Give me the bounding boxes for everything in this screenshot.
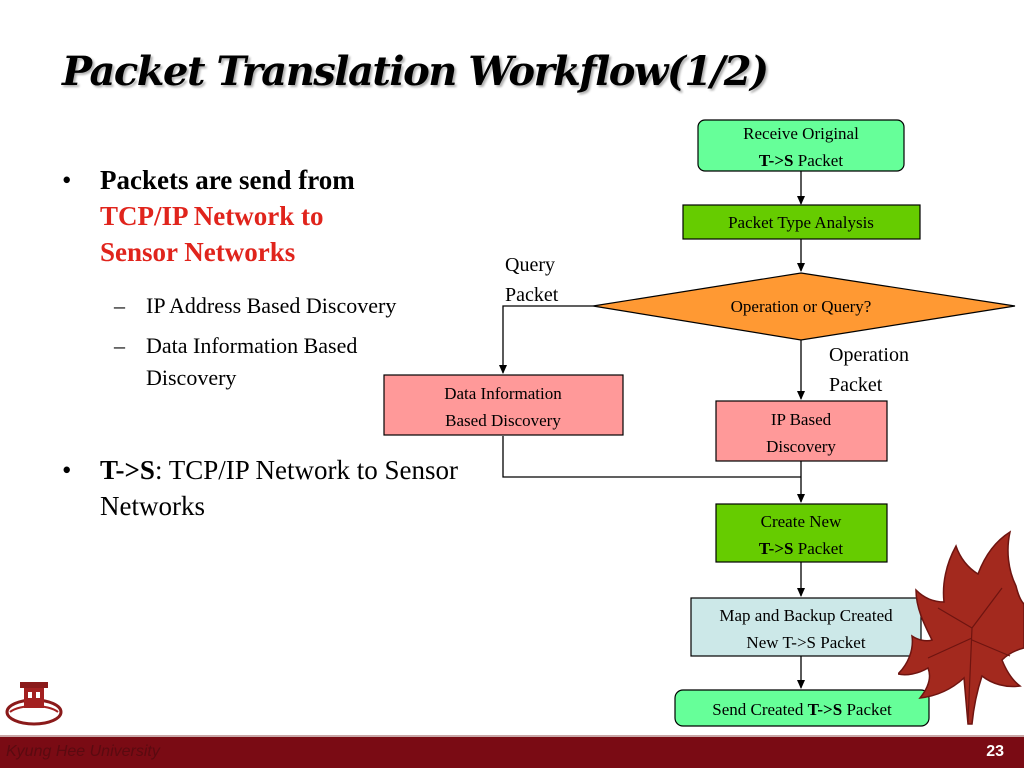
datainfo-line-1: Data Information [444,384,562,403]
bullet-1-red-line-1: TCP/IP Network to [100,201,324,231]
send-bold: T->S [808,700,843,719]
svg-text:T->S Packet: T->S Packet [759,539,843,558]
datainfo-line-2: Based Discovery [445,411,561,430]
ip-line-1: IP Based [771,410,832,429]
page-number: 23 [986,743,1004,760]
receive-original-node: Receive Original T->S Packet [697,119,905,172]
map-line-2: New T->S Packet [746,633,865,652]
bullet-2-bold-text: T->S [100,455,155,485]
sub-bullet-2: – Data Information Based Discovery [114,330,494,394]
svg-text:Send Created T->S Packet: Send Created T->S Packet [712,700,892,719]
operation-label-line-2: Packet [829,374,883,396]
decision-node: Operation or Query? [592,272,1016,341]
receive-line-1: Receive Original [743,124,859,143]
receive-line-2-bold: T->S [759,151,794,170]
bullet-1-red-line-2: Sensor Networks [100,237,296,267]
bullet-marker: • [62,165,72,195]
query-label-line-2: Packet [505,284,559,306]
sub-bullet-marker: – [114,293,125,318]
arrow-decision-to-datainfo [499,305,593,374]
map-backup-node: Map and Backup Created New T->S Packet [690,597,922,657]
packet-type-analysis-node: Packet Type Analysis [682,204,921,240]
receive-line-2-rest: Packet [794,151,844,170]
send-suffix: Packet [842,700,892,719]
analysis-label: Packet Type Analysis [728,213,874,232]
ip-line-2: Discovery [766,437,836,456]
sub-bullet-1: – IP Address Based Discovery [114,290,494,322]
bullet-1-bold-text: Packets are send from [100,165,355,195]
line-datainfo-to-create [502,436,801,478]
workflow-diagram: Receive Original T->S Packet Packet Type… [383,119,1016,727]
send-prefix: Send Created [712,700,807,719]
query-label-line-1: Query [505,254,555,276]
send-created-node: Send Created T->S Packet [674,689,930,727]
bullet-item-1: • Packets are send from TCP/IP Network t… [62,162,482,270]
create-new-node: Create New T->S Packet [715,503,888,563]
svg-text:T->S Packet: T->S Packet [759,151,843,170]
sub-bullet-marker: – [114,333,125,358]
university-logo-icon [5,682,63,726]
decision-label: Operation or Query? [731,297,872,316]
sub-bullet-2-text: Data Information Based Discovery [146,333,358,390]
sub-bullet-1-text: IP Address Based Discovery [146,293,397,318]
create-line-2-rest: Packet [794,539,844,558]
maple-leaf-icon [898,530,1024,725]
connectors [499,171,805,689]
footer-bar: Kyung Hee University 23 [0,735,1024,768]
slide-title: Packet Translation Workflow(1/2) [62,48,769,95]
create-line-2-bold: T->S [759,539,794,558]
data-information-discovery-node: Data Information Based Discovery [383,374,624,436]
operation-label-line-1: Operation [829,344,909,366]
bullet-2-text: : TCP/IP Network to Sensor Networks [100,455,458,521]
ip-based-discovery-node: IP Based Discovery [715,400,888,462]
create-line-1: Create New [761,512,842,531]
footer-university-name: Kyung Hee University [6,743,160,760]
bullet-marker: • [62,455,72,485]
map-line-1: Map and Backup Created [719,606,893,625]
bullet-item-2: • T->S: TCP/IP Network to Sensor Network… [62,452,482,524]
